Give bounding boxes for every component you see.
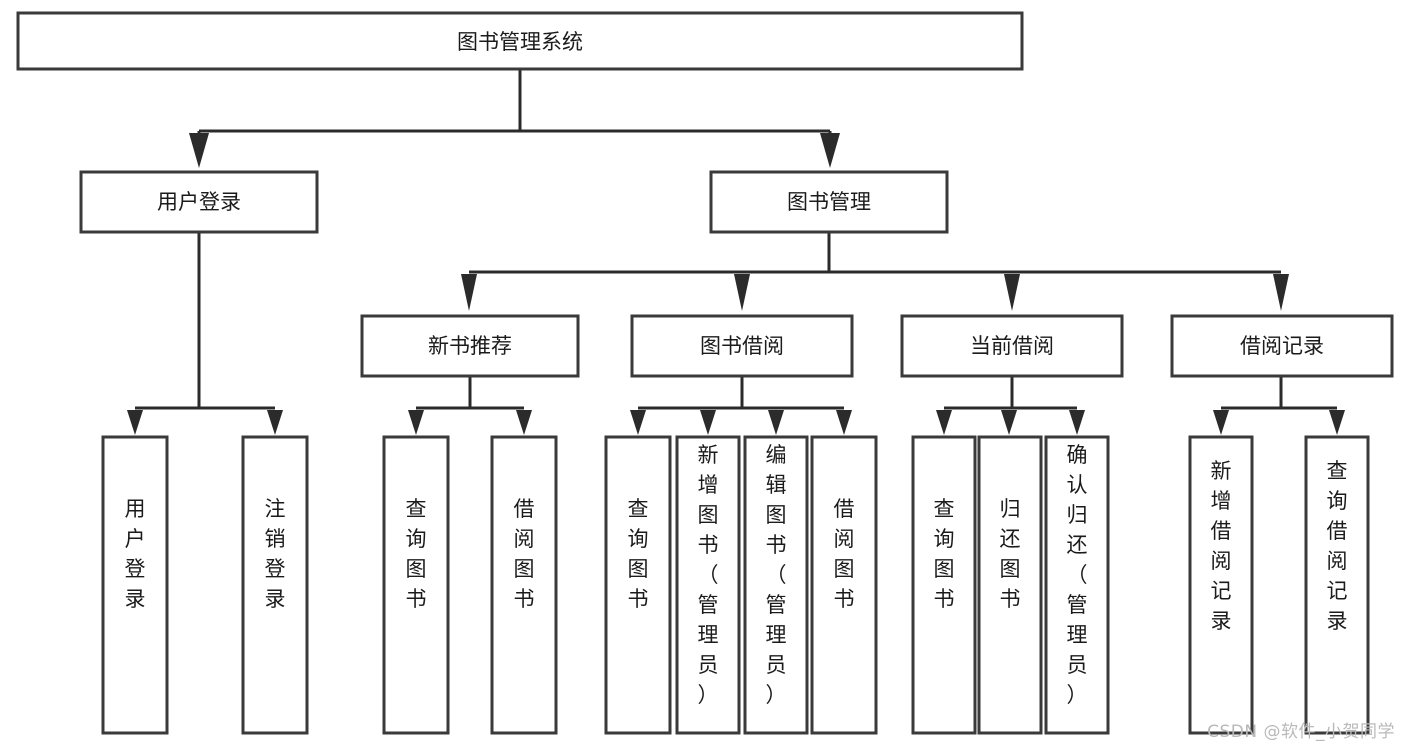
node-leaf-query-book-2-label: 查询图书 [628, 497, 649, 611]
node-leaf-user-login-box[interactable] [101, 435, 169, 735]
arrow-head-leaf-add-book [700, 410, 716, 435]
node-leaf-add-record-box[interactable] [1188, 435, 1254, 735]
node-leaf-query-book-1-box[interactable] [382, 435, 450, 735]
node-leaf-borrow-book-2-box[interactable] [810, 435, 878, 735]
connector-group-borrow-record [1213, 376, 1345, 435]
node-leaf-add-book-box[interactable] [675, 435, 741, 735]
arrow-head-leaf-query-book-2 [630, 410, 646, 435]
arrow-head-to-book-borrow [734, 274, 750, 311]
node-leaf-user-login-label: 用户登录 [125, 497, 146, 611]
node-leaf-query-book-2-box[interactable] [604, 435, 672, 735]
node-new-book-recommend[interactable]: 新书推荐 [360, 314, 580, 378]
node-borrow-record-box[interactable] [1170, 314, 1394, 378]
node-borrow-record[interactable]: 借阅记录 [1170, 314, 1394, 378]
node-leaf-borrow-book-1[interactable]: 借阅图书 [490, 435, 558, 735]
node-leaf-user-login[interactable]: 用户登录 [101, 435, 169, 735]
connector-group-book-manage [461, 233, 1289, 311]
node-root-box[interactable] [16, 11, 1024, 71]
node-leaf-confirm-return-label: 确认归还（管理员） [1067, 443, 1088, 707]
node-book-manage-box[interactable] [709, 170, 949, 234]
node-leaf-query-record-label: 查询借阅记录 [1327, 459, 1348, 633]
node-leaf-add-record-label: 新增借阅记录 [1211, 459, 1232, 633]
node-leaf-add-book[interactable]: 新增图书（管理员） [675, 435, 741, 735]
node-leaf-query-book-2[interactable]: 查询图书 [604, 435, 672, 735]
arrow-head-to-book-manage [820, 133, 840, 168]
node-leaf-borrow-book-2[interactable]: 借阅图书 [810, 435, 878, 735]
node-leaf-confirm-return[interactable]: 确认归还（管理员） [1044, 435, 1110, 735]
node-current-borrow-label: 当前借阅 [970, 334, 1054, 358]
node-user-login-label: 用户登录 [157, 190, 241, 214]
node-leaf-borrow-book-1-label: 借阅图书 [514, 497, 535, 611]
arrow-head-leaf-add-record [1213, 410, 1229, 435]
node-leaf-query-book-3-label: 查询图书 [934, 497, 955, 611]
node-leaf-borrow-book-2-label: 借阅图书 [834, 497, 855, 611]
arrow-head-leaf-user-login [127, 410, 143, 435]
connector-group-current-borrow [936, 376, 1085, 435]
node-root[interactable]: 图书管理系统 [16, 11, 1024, 71]
node-book-manage-label: 图书管理 [787, 190, 871, 214]
arrow-head-leaf-query-book-1 [408, 410, 424, 435]
node-leaf-query-record-box[interactable] [1304, 435, 1370, 735]
node-leaf-user-logout-box[interactable] [241, 435, 309, 735]
node-leaf-user-logout[interactable]: 注销登录 [241, 435, 309, 735]
node-current-borrow-box[interactable] [900, 314, 1124, 378]
node-book-borrow[interactable]: 图书借阅 [630, 314, 854, 378]
node-book-manage[interactable]: 图书管理 [709, 170, 949, 234]
arrow-head-leaf-query-book-3 [936, 410, 952, 435]
node-leaf-return-book-label: 归还图书 [1000, 497, 1021, 611]
node-book-borrow-label: 图书借阅 [700, 334, 784, 358]
arrow-head-to-new-book [461, 274, 477, 311]
node-leaf-query-book-3-box[interactable] [911, 435, 977, 735]
connector-group-user-login [127, 233, 283, 435]
arrow-head-leaf-user-logout [267, 410, 283, 435]
node-new-book-recommend-box[interactable] [360, 314, 580, 378]
node-user-login-box[interactable] [79, 170, 319, 234]
node-new-book-recommend-label: 新书推荐 [428, 334, 512, 358]
node-user-login[interactable]: 用户登录 [79, 170, 319, 234]
node-leaf-query-book-1[interactable]: 查询图书 [382, 435, 450, 735]
arrow-head-leaf-query-record [1329, 410, 1345, 435]
connector-group-root [189, 70, 840, 168]
arrow-head-leaf-borrow-book-2 [836, 410, 852, 435]
arrow-head-to-borrow-record [1273, 274, 1289, 311]
node-root-label: 图书管理系统 [457, 30, 583, 54]
node-leaf-add-book-label: 新增图书（管理员） [698, 443, 719, 707]
node-leaf-borrow-book-1-box[interactable] [490, 435, 558, 735]
node-book-borrow-box[interactable] [630, 314, 854, 378]
node-leaf-user-logout-label: 注销登录 [265, 497, 286, 611]
node-current-borrow[interactable]: 当前借阅 [900, 314, 1124, 378]
node-leaf-return-book-box[interactable] [977, 435, 1043, 735]
node-leaf-confirm-return-box[interactable] [1044, 435, 1110, 735]
node-leaf-add-record[interactable]: 新增借阅记录 [1188, 435, 1254, 735]
arrow-head-to-user-login [189, 133, 209, 168]
arrow-head-leaf-borrow-book-1 [516, 410, 532, 435]
node-leaf-edit-book-label: 编辑图书（管理员） [766, 443, 787, 707]
connector-group-new-book-recommend [408, 376, 532, 435]
node-leaf-edit-book-box[interactable] [743, 435, 809, 735]
node-borrow-record-label: 借阅记录 [1240, 334, 1324, 358]
arrow-head-to-current-borrow [1004, 274, 1020, 311]
arrow-head-leaf-return-book [1001, 410, 1017, 435]
node-leaf-query-record[interactable]: 查询借阅记录 [1304, 435, 1370, 735]
node-leaf-return-book[interactable]: 归还图书 [977, 435, 1043, 735]
connector-group-book-borrow [630, 376, 852, 435]
arrow-head-leaf-confirm-return [1069, 410, 1085, 435]
node-leaf-edit-book[interactable]: 编辑图书（管理员） [743, 435, 809, 735]
node-leaf-query-book-1-label: 查询图书 [406, 497, 427, 611]
arrow-head-leaf-edit-book [768, 410, 784, 435]
node-leaf-query-book-3[interactable]: 查询图书 [911, 435, 977, 735]
